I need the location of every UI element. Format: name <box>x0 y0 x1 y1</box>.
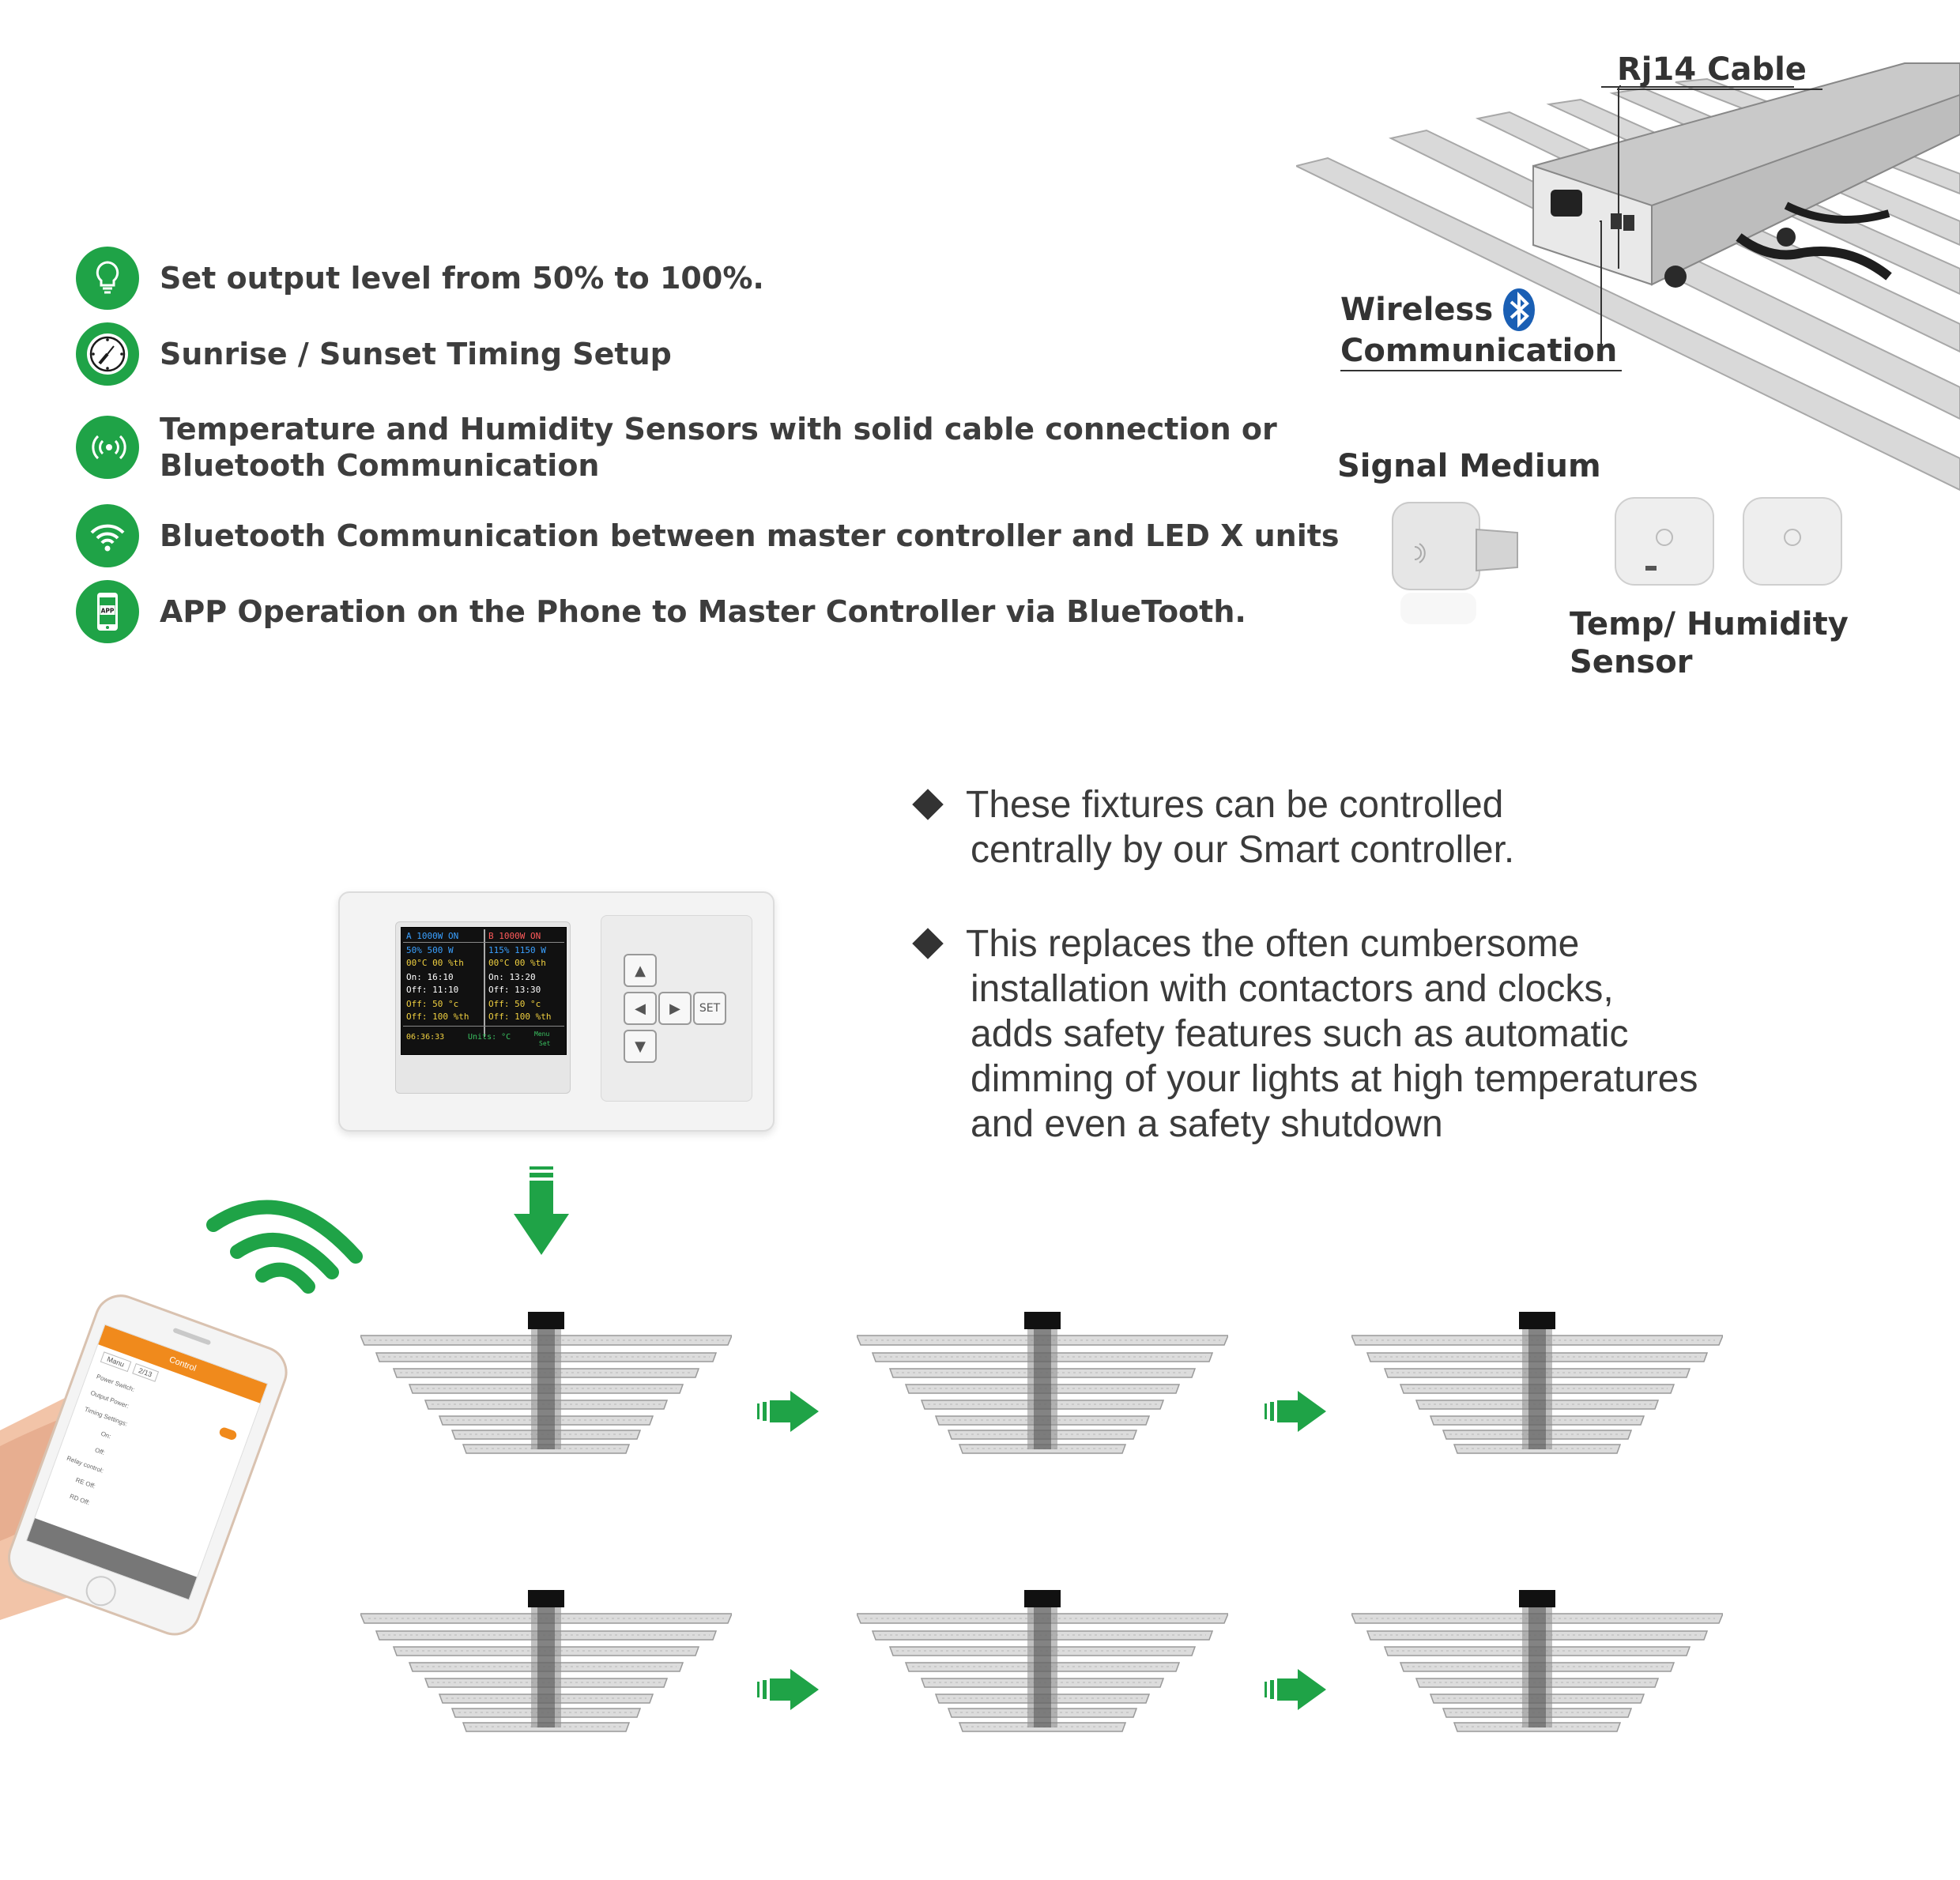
lcd-row: Off: 11:10 <box>406 985 459 995</box>
lcd-row: Off: 100 %th <box>406 1012 469 1022</box>
feature-text: Set output level from 50% to 100%. <box>160 261 764 296</box>
diamond-bullet-icon <box>912 789 944 820</box>
right-arrow-button[interactable]: ▶ <box>658 992 692 1025</box>
feature-text-line: Temperature and Humidity Sensors with so… <box>160 412 1277 446</box>
lcd-row: 00°C 00 %th <box>406 958 464 968</box>
lcd-footer-units: Units: °C <box>468 1033 511 1042</box>
controller-keypad: ▲ ◀ ▶ SET ▼ <box>601 915 752 1102</box>
bullet-line: installation with contactors and clocks, <box>971 968 1614 1010</box>
bluetooth-icon <box>1502 288 1536 332</box>
temperature-sensor-image <box>1743 497 1842 586</box>
bullet-line: This replaces the often cumbersome <box>966 923 1580 965</box>
app-icon-label: APP <box>101 608 115 615</box>
lcd-row: 00°C 00 %th <box>488 958 546 968</box>
down-arrow-button[interactable]: ▼ <box>624 1030 657 1063</box>
feature-text: Temperature and Humidity Sensors with so… <box>160 411 1277 484</box>
wifi-icon <box>76 504 139 567</box>
lcd-footer-set: Set <box>539 1040 551 1047</box>
left-arrow-button[interactable]: ◀ <box>624 992 657 1025</box>
signal-medium-label: Signal Medium <box>1337 448 1601 484</box>
phone-in-hand: Control Manu 2/13 Power Switch: Output P… <box>0 1193 371 1643</box>
lcd-footer-menu: Menu <box>534 1030 550 1038</box>
clock-icon <box>76 322 139 386</box>
led-fixture-image <box>1350 1312 1724 1470</box>
bullet-line: These fixtures can be controlled <box>966 784 1504 826</box>
feature-text-line: Bluetooth Communication <box>160 448 600 483</box>
lightbulb-icon <box>76 247 139 310</box>
bullet-safety: This replaces the often cumbersome insta… <box>912 921 1698 1147</box>
humidity-sensor-image <box>1615 497 1714 586</box>
lcd-row: 115% 1150 W <box>488 945 546 955</box>
feature-bluetooth-units: Bluetooth Communication between master c… <box>76 504 1340 567</box>
led-fixture-image <box>855 1590 1230 1748</box>
led-fixture-image <box>855 1312 1230 1470</box>
callout-lines <box>1600 85 1794 357</box>
feature-timing: Sunrise / Sunset Timing Setup <box>76 322 672 386</box>
down-arrow-icon <box>514 1166 569 1255</box>
lcd-row: Off: 100 %th <box>488 1012 552 1022</box>
led-fixture-image <box>359 1590 733 1748</box>
bullet-line: adds safety features such as automatic <box>971 1013 1629 1055</box>
feature-output-level: Set output level from 50% to 100%. <box>76 247 764 310</box>
bullet-line: and even a safety shutdown <box>971 1103 1443 1145</box>
feature-sensors: Temperature and Humidity Sensors with so… <box>76 411 1277 484</box>
phone-tab[interactable]: 2/13 <box>131 1362 160 1382</box>
lcd-row: Off: 13:30 <box>488 985 541 995</box>
controller-screen-frame: A 1000W ON B 1000W ON 50% 500 W 00°C 00 … <box>395 921 571 1094</box>
diamond-bullet-icon <box>912 928 944 959</box>
lcd-footer-time: 06:36:33 <box>406 1033 445 1042</box>
lcd-row: Off: 50 °c <box>488 999 541 1009</box>
right-arrow-icon <box>1265 1667 1328 1712</box>
led-fixture-image <box>359 1312 733 1470</box>
led-bar-illustration <box>1296 62 1960 492</box>
usb-dongle-image <box>1392 502 1518 624</box>
lcd-header-a: A 1000W ON <box>406 931 459 941</box>
feature-text: Sunrise / Sunset Timing Setup <box>160 337 672 371</box>
bullet-central-control: These fixtures can be controlled central… <box>912 782 1515 872</box>
wireless-communication-label: Wireless Communication <box>1340 288 1623 371</box>
sensor-signal-icon <box>76 416 139 479</box>
feature-app: APP APP Operation on the Phone to Master… <box>76 580 1246 643</box>
smart-controller: A 1000W ON B 1000W ON 50% 500 W 00°C 00 … <box>338 891 775 1132</box>
phone-app-icon: APP <box>76 580 139 643</box>
wireless-label-line: Wireless <box>1340 292 1494 328</box>
led-fixture-image <box>1350 1590 1724 1748</box>
temp-humidity-sensor-label: Temp/ Humidity Sensor <box>1570 606 1849 680</box>
right-arrow-icon <box>757 1389 820 1434</box>
right-arrow-icon <box>757 1667 820 1712</box>
wireless-label-line: Communication <box>1340 332 1623 371</box>
lcd-row: On: 13:20 <box>488 972 536 982</box>
lcd-row: 50% 500 W <box>406 945 454 955</box>
wifi-signal-icon <box>206 1200 363 1294</box>
feature-text: APP Operation on the Phone to Master Con… <box>160 594 1246 629</box>
lcd-row: On: 16:10 <box>406 972 454 982</box>
lcd-row: Off: 50 °c <box>406 999 459 1009</box>
up-arrow-button[interactable]: ▲ <box>624 954 657 987</box>
right-arrow-icon <box>1265 1389 1328 1434</box>
bullet-line: dimming of your lights at high temperatu… <box>971 1058 1698 1100</box>
feature-text: Bluetooth Communication between master c… <box>160 518 1340 553</box>
lcd-header-b: B 1000W ON <box>488 931 541 941</box>
rj14-cable-label: Rj14 Cable <box>1617 51 1822 90</box>
controller-lcd: A 1000W ON B 1000W ON 50% 500 W 00°C 00 … <box>401 927 567 1055</box>
bullet-line: centrally by our Smart controller. <box>971 829 1515 871</box>
set-button[interactable]: SET <box>693 992 726 1025</box>
